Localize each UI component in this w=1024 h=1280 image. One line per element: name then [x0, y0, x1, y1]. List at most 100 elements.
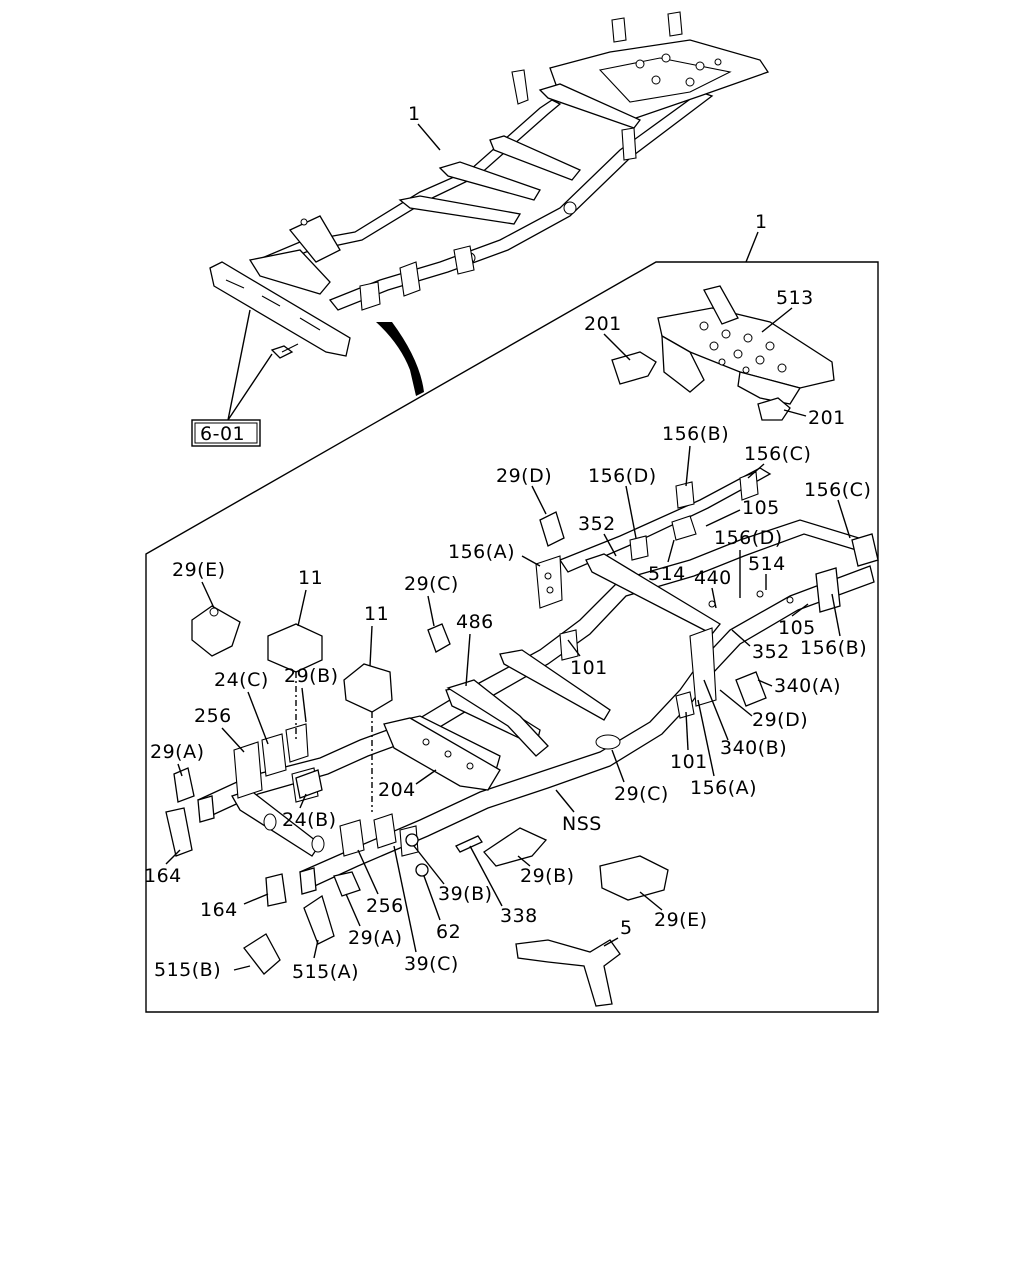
leader-340a	[757, 679, 773, 687]
nut-62	[415, 863, 429, 877]
leader-5	[603, 937, 619, 947]
label-29a-left: 29(A)	[150, 741, 205, 763]
leader-164-a	[165, 849, 181, 865]
label-11-a: 11	[298, 567, 323, 589]
leader-1-top	[417, 123, 441, 151]
label-1-top: 1	[408, 103, 421, 125]
label-156c-top: 156(C)	[744, 443, 811, 465]
leader-156b-right	[831, 593, 841, 637]
label-515a: 515(A)	[292, 961, 359, 983]
leader-164-b	[243, 893, 269, 905]
leader-105-top	[705, 509, 741, 527]
label-29e-left: 29(E)	[172, 559, 226, 581]
mount-11-a	[267, 623, 323, 673]
leader-29d-right	[719, 689, 753, 717]
bracket-164-b	[265, 873, 287, 907]
leader-101-low	[685, 711, 689, 751]
label-24b: 24(B)	[282, 809, 337, 831]
leader-101-mid	[567, 639, 581, 657]
label-340a: 340(A)	[774, 675, 841, 697]
label-29b-low: 29(B)	[520, 865, 575, 887]
bracket-29b-low	[483, 827, 548, 867]
label-156d-right: 156(D)	[714, 527, 783, 549]
mount-11-b	[343, 663, 393, 713]
ref-box-inner	[194, 422, 258, 444]
bracket-29a-left	[173, 767, 195, 803]
leader-201-a	[603, 333, 631, 361]
label-338: 338	[500, 905, 538, 927]
leader-256-b	[357, 849, 379, 895]
label-105-right: 105	[778, 617, 816, 639]
leader-29a-left	[177, 763, 183, 777]
leader-156b-top	[685, 445, 691, 487]
label-5: 5	[620, 917, 633, 939]
label-101-low: 101	[670, 751, 708, 773]
leader-62	[423, 875, 441, 921]
leader-338	[469, 845, 503, 907]
exploded-panel-frame	[145, 261, 879, 1013]
bracket-5	[515, 939, 621, 1007]
leader-156d-mid	[625, 485, 637, 539]
label-29b-left: 29(B)	[284, 665, 339, 687]
label-105-top: 105	[742, 497, 780, 519]
label-1-panel: 1	[755, 211, 768, 233]
bracket-515b	[243, 933, 281, 975]
label-515b: 515(B)	[154, 959, 221, 981]
bracket-156b-right	[815, 567, 841, 613]
label-11-b: 11	[364, 603, 389, 625]
main-chassis-frame	[197, 467, 879, 895]
leader-256-a	[221, 727, 245, 753]
label-24c: 24(C)	[214, 669, 269, 691]
bracket-164-a	[165, 807, 193, 857]
label-256-b: 256	[366, 895, 404, 917]
leader-6-01-b	[227, 353, 273, 421]
label-201-a: 201	[584, 313, 622, 335]
label-156b-top: 156(B)	[662, 423, 729, 445]
label-352-mid: 352	[578, 513, 616, 535]
overview-chassis-frame	[248, 11, 770, 311]
leader-29b-low	[517, 855, 531, 867]
leader-156c-right	[837, 499, 851, 539]
label-29d-top: 29(D)	[496, 465, 552, 487]
bolt-338	[455, 835, 483, 853]
leader-156a-low	[697, 699, 715, 777]
leader-156c-top	[747, 463, 765, 479]
bracket-29a-low	[333, 871, 361, 897]
label-39b: 39(B)	[438, 883, 493, 905]
label-513: 513	[776, 287, 814, 309]
leader-486	[465, 633, 471, 687]
leader-204	[415, 769, 437, 785]
bracket-201-a	[611, 351, 657, 385]
leader-340b	[703, 679, 729, 741]
leader-6-01-a	[227, 309, 251, 421]
label-201-b: 201	[808, 407, 846, 429]
leader-1-panel	[745, 231, 759, 263]
leader-39b	[413, 845, 445, 885]
leader-29a-low	[345, 893, 361, 927]
label-156a-low: 156(A)	[690, 777, 757, 799]
bracket-515a	[303, 894, 335, 945]
label-204: 204	[378, 779, 416, 801]
label-29c-mid: 29(C)	[404, 573, 459, 595]
leader-nss	[555, 789, 575, 813]
label-156a-mid: 156(A)	[448, 541, 515, 563]
leader-24c	[247, 691, 269, 745]
leader-352-mid	[603, 533, 617, 557]
label-340b: 340(B)	[720, 737, 787, 759]
front-beam-part	[209, 261, 351, 359]
mount-29e-low	[599, 855, 669, 901]
leader-514-a	[667, 539, 675, 563]
label-29c-low: 29(C)	[614, 783, 669, 805]
leader-440	[711, 587, 717, 609]
ref-box-label: 6-01	[200, 423, 245, 445]
bracket-29d-top	[539, 511, 565, 547]
label-514-a: 514	[648, 563, 686, 585]
label-29d-right: 29(D)	[752, 709, 808, 731]
label-486: 486	[456, 611, 494, 633]
leader-11-a	[297, 589, 307, 627]
bracket-24b	[295, 769, 323, 799]
leader-29c-mid	[427, 595, 435, 627]
label-164-a: 164	[144, 865, 182, 887]
label-256-a: 256	[194, 705, 232, 727]
